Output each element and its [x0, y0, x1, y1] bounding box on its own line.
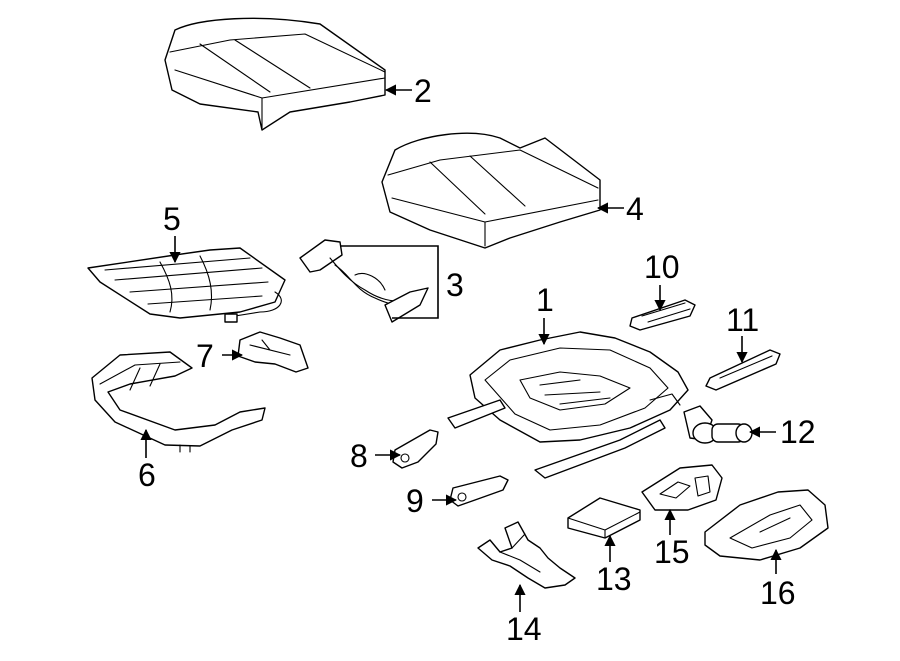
part-2-seat-cushion-cover	[164, 17, 386, 131]
callout-10: 10	[644, 249, 680, 285]
part-5-heater-mat	[87, 247, 286, 323]
callout-16: 16	[760, 575, 796, 611]
callout-9: 9	[406, 483, 424, 519]
callout-4: 4	[626, 191, 644, 227]
part-3-wiring-assembly	[299, 239, 429, 323]
callout-6: 6	[138, 457, 156, 493]
callout-11: 11	[726, 302, 759, 338]
part-11-rail-trim	[705, 349, 781, 391]
callout-2: 2	[414, 73, 432, 109]
callout-12: 12	[780, 414, 816, 450]
callout-1: 1	[536, 282, 554, 318]
part-12-motor	[683, 405, 753, 444]
callout-labels: 2 4 5 3 10 1 11 7 12 8 6 9 15 13 16 14	[138, 73, 816, 647]
part-10-rail-trim	[629, 299, 696, 331]
callout-8: 8	[350, 438, 368, 474]
callout-7: 7	[196, 338, 214, 374]
leader-3	[340, 245, 439, 319]
callout-15: 15	[654, 534, 690, 570]
part-1-seat-frame	[447, 331, 689, 479]
leader-lines	[140, 84, 782, 612]
part-14-bracket	[477, 521, 576, 589]
callout-5: 5	[163, 201, 181, 237]
callout-13: 13	[596, 561, 632, 597]
part-15-seat-switch	[641, 464, 723, 511]
part-8-plate	[392, 429, 439, 469]
callout-3: 3	[446, 267, 464, 303]
part-13-control-module	[567, 497, 641, 539]
part-4-seat-cushion-pad	[381, 132, 601, 249]
part-16-side-shield	[704, 489, 829, 561]
callout-14: 14	[506, 611, 542, 647]
part-6-side-trim	[91, 351, 266, 453]
part-7-bracket	[237, 331, 309, 373]
part-9-plate	[449, 475, 509, 507]
